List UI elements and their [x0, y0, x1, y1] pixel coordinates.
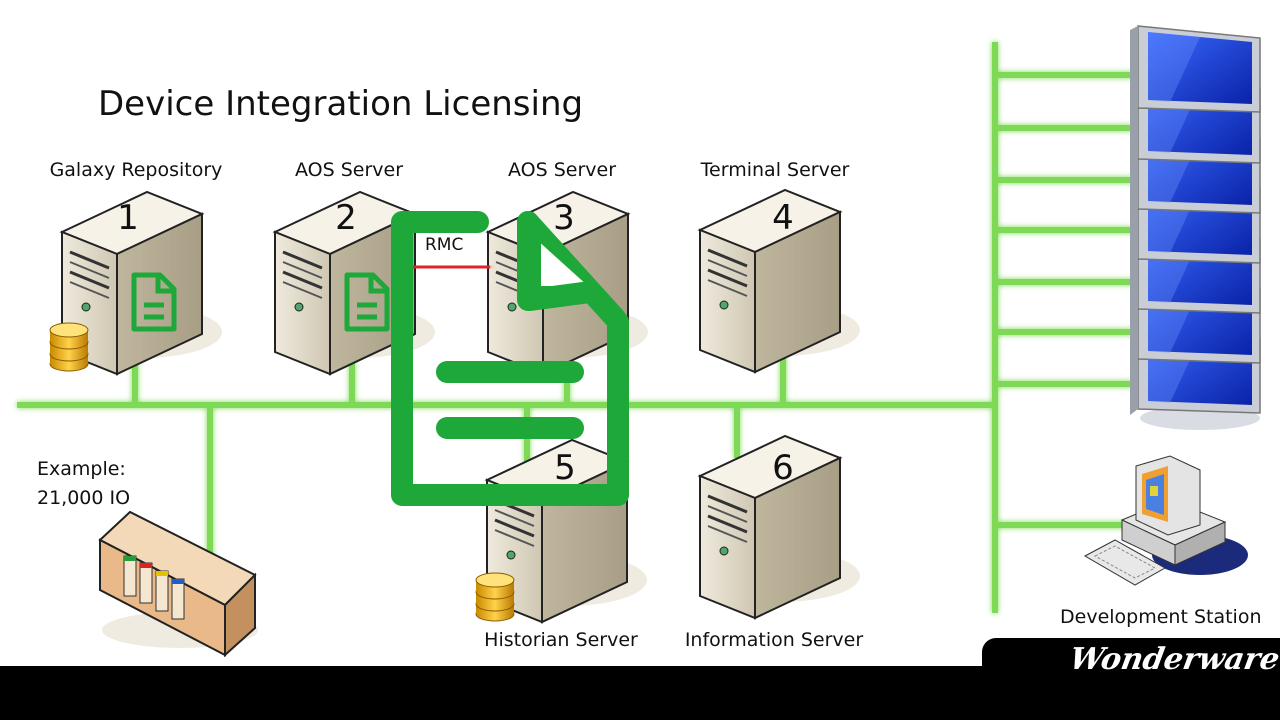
- server-1-label: Galaxy Repository: [49, 159, 223, 181]
- server-4-number: 4: [772, 198, 794, 238]
- plc-rack-icon: [98, 510, 258, 658]
- server-6-label: Information Server: [684, 629, 864, 651]
- server-5-label: Historian Server: [484, 629, 638, 651]
- workstation-icon: [1083, 455, 1248, 586]
- monitor-stack-icon: [1129, 25, 1261, 430]
- database-icon: [49, 322, 89, 372]
- server-5-number: 5: [554, 448, 576, 488]
- network-lines: [17, 42, 1133, 613]
- server-3-number: 3: [553, 198, 575, 238]
- database-icon: [475, 572, 515, 622]
- example-label: Example:: [37, 458, 126, 480]
- server-1-number: 1: [117, 198, 139, 238]
- server-6-number: 6: [772, 448, 794, 488]
- wonderware-logo: Wonderware®: [1066, 642, 1280, 677]
- server-4-label: Terminal Server: [700, 159, 850, 181]
- rmc-link: [412, 263, 491, 271]
- server-2-label: AOS Server: [294, 159, 404, 181]
- rmc-label: RMC: [425, 235, 464, 255]
- server-2-number: 2: [335, 198, 357, 238]
- slide-title: Device Integration Licensing: [98, 84, 584, 124]
- example-io-count: 21,000 IO: [37, 487, 131, 509]
- footer-logo-tab: [982, 638, 1280, 720]
- development-station-label: Development Station: [1060, 606, 1262, 628]
- server-3-label: AOS Server: [507, 159, 617, 181]
